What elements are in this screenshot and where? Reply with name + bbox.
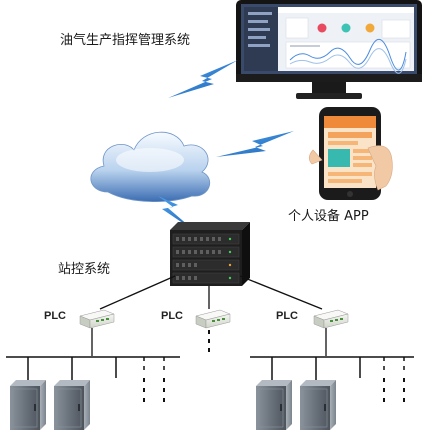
system-title-label: 油气生产指挥管理系统: [60, 33, 191, 48]
rack-server-icon: [170, 222, 250, 286]
plc-middle: [195, 309, 231, 329]
plc-right-label: PLC: [276, 310, 298, 322]
plc-right: [313, 309, 349, 329]
control-cabinet-icon: [10, 380, 336, 430]
plc-middle-label: PLC: [161, 310, 183, 322]
plc-left-label: PLC: [44, 310, 66, 322]
middle-dots: [208, 330, 210, 352]
cloud-icon: [90, 131, 211, 202]
bus-dots-left: [143, 378, 165, 402]
desktop-monitor-icon: [236, 0, 422, 99]
field-bus-left: [6, 356, 180, 382]
cabinet-left-2: [54, 380, 90, 430]
network-links: [99, 275, 323, 310]
wireless-signal-icon: [158, 60, 294, 232]
cabinet-right-2: [300, 380, 336, 430]
personal-app-label: 个人设备 APP: [288, 209, 369, 224]
bus-dots-right: [383, 378, 405, 402]
station-control-label: 站控系统: [58, 262, 111, 277]
plc-drop-lines: [91, 328, 327, 356]
hand-holding-phone: [308, 145, 393, 191]
field-bus-right: [250, 356, 414, 382]
smartphone-app-icon: [319, 107, 381, 200]
cabinet-left-1: [10, 380, 46, 430]
plc-module-icon: [79, 309, 349, 329]
cabinet-right-1: [256, 380, 292, 430]
plc-left: [79, 309, 115, 329]
